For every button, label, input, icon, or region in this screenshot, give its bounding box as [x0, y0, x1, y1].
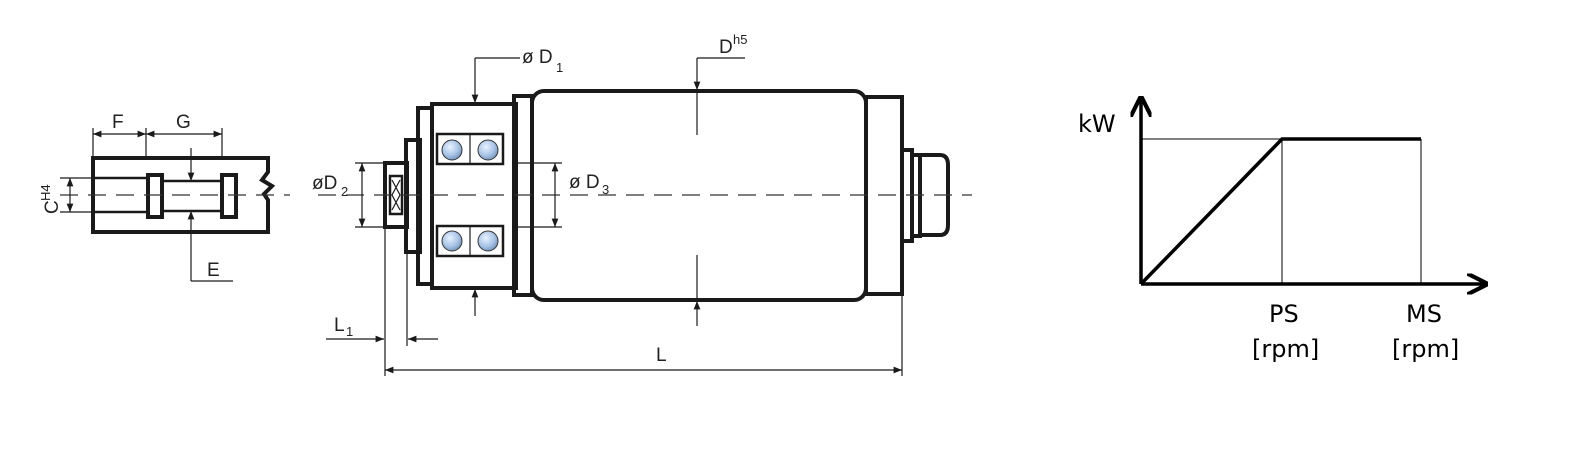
bearing-top: [435, 132, 505, 166]
label-c: C: [42, 200, 63, 214]
label-d1-subscript: 1: [556, 60, 563, 75]
power-curve: [1139, 137, 1421, 286]
label-g: G: [176, 112, 191, 133]
collet-view: F G E C H4: [38, 112, 290, 282]
bearing-bottom: [435, 224, 505, 258]
label-d: D: [719, 37, 733, 58]
label-d1: ø D: [522, 47, 553, 68]
label-d2-subscript: 2: [341, 184, 348, 199]
label-d2: øD: [312, 173, 337, 194]
label-d-superscript: h5: [733, 32, 747, 47]
label-l: L: [656, 345, 667, 366]
label-c-superscript: H4: [38, 184, 53, 201]
x-tick-ms-unit: [rpm]: [1392, 335, 1459, 363]
label-d3: ø D: [569, 172, 600, 193]
x-tick-ms: MS: [1406, 300, 1442, 328]
x-tick-ps-unit: [rpm]: [1252, 335, 1319, 363]
y-axis-label: kW: [1078, 110, 1116, 138]
label-f: F: [112, 112, 124, 133]
x-tick-ps: PS: [1269, 300, 1299, 328]
spindle-view: ø D 1 D h5 øD 2 ø D 3 L 1 L: [312, 32, 972, 376]
label-l1: L: [334, 315, 345, 336]
label-e: E: [207, 260, 220, 281]
label-d3-subscript: 3: [602, 182, 609, 197]
power-graph: kW PS [rpm] MS [rpm]: [1078, 98, 1486, 363]
label-l1-subscript: 1: [346, 324, 353, 339]
